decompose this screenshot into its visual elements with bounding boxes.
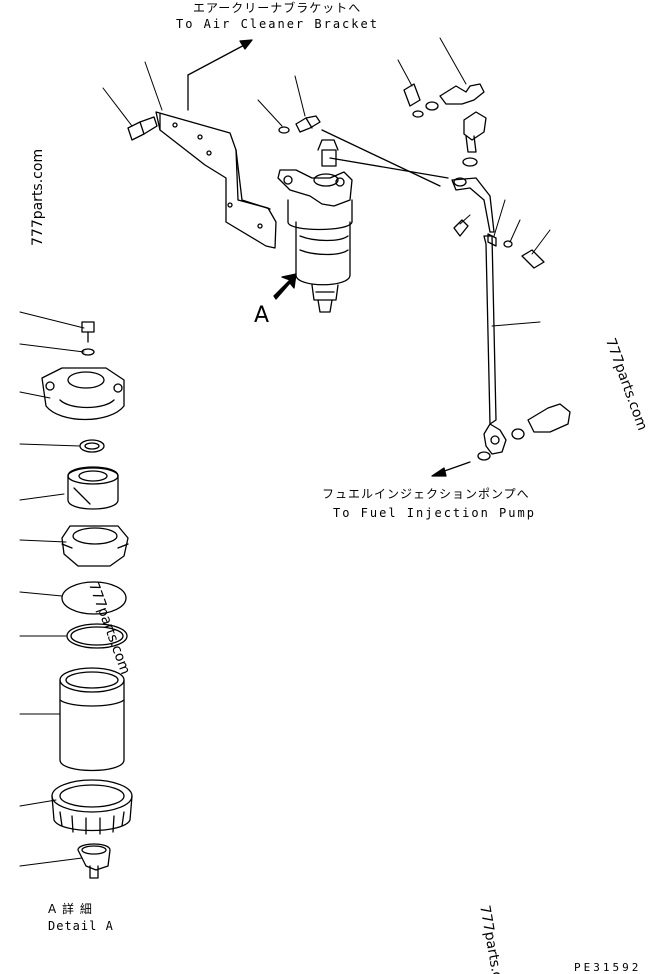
drawing-code: PE31592	[574, 961, 642, 974]
view-marker: A	[254, 303, 270, 328]
detail-a-stack	[19, 311, 133, 879]
detail-title-en: Detail A	[48, 919, 114, 933]
fuel-pump-arrow	[431, 461, 471, 477]
view-a-arrow	[273, 273, 297, 300]
fuel-filter-assembly	[277, 139, 353, 313]
air-cleaner-label-jp: エアークリーナブラケットへ	[193, 1, 362, 15]
bracket-bolt	[102, 87, 158, 141]
fuel-pump-label-en: To Fuel Injection Pump	[333, 506, 536, 520]
watermark: 777parts.com	[30, 148, 46, 246]
fuel-pump-label-jp: フュエルインジェクションポンプへ	[322, 487, 530, 501]
head-bolt-washer	[257, 75, 321, 134]
filter-mounting-bracket	[144, 61, 277, 249]
air-cleaner-arrow	[187, 39, 253, 111]
pipe-fittings	[397, 37, 571, 461]
air-cleaner-label-en: To Air Cleaner Bracket	[176, 17, 379, 31]
fuel-injection-pipe	[321, 129, 541, 455]
detail-title-jp: A 詳 細	[48, 902, 93, 916]
